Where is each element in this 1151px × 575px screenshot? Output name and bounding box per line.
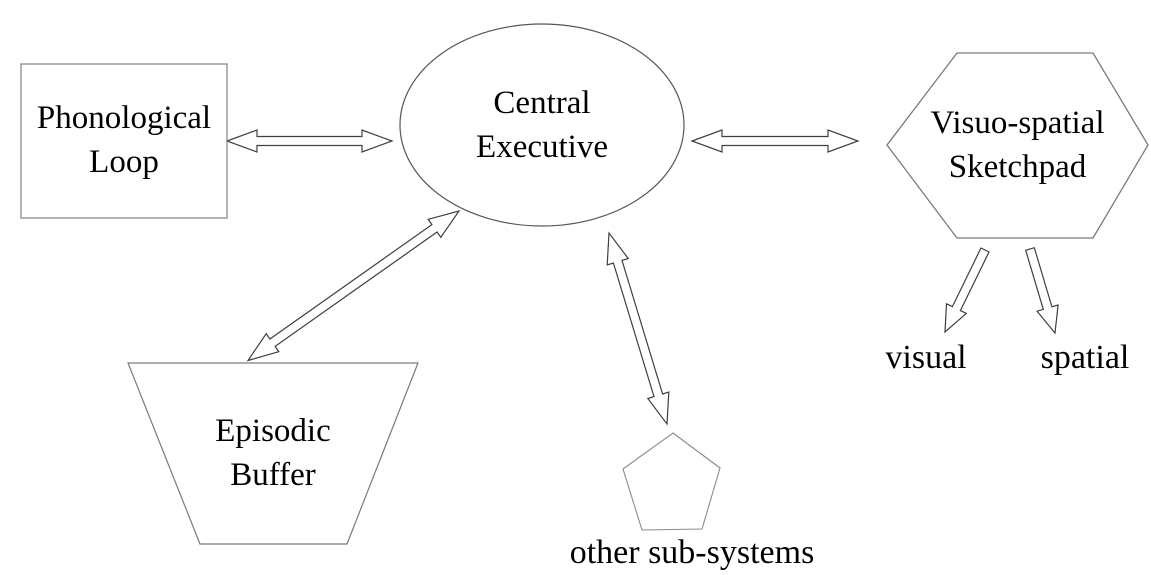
double-arrow-central-episodic [246,209,461,362]
double-arrow-central-othersubsystems [606,231,670,426]
central-executive-shape [399,23,685,227]
other-subsystems-shape [622,432,721,531]
episodic-buffer-label: Episodic Buffer [215,412,331,493]
episodic-buffer-shape [127,362,419,545]
double-arrow-central-sketchpad [690,129,860,153]
central-executive-label: Central Executive [476,85,608,165]
arrow-sketchpad-visual [944,247,990,334]
phonological-loop-label: Phonological Loop [36,100,212,180]
spatial-label: spatial [1040,339,1130,376]
other-subsystems-label: other sub-systems [569,534,815,571]
phonological-loop-shape [20,63,228,219]
arrow-sketchpad-spatial [1024,246,1059,335]
visual-label: visual [885,339,967,376]
visuo-spatial-sketchpad-shape [886,52,1149,239]
double-arrow-phonological-central [225,129,394,153]
visuo-spatial-sketchpad-label: Visuo-spatial Sketchpad [930,104,1105,185]
